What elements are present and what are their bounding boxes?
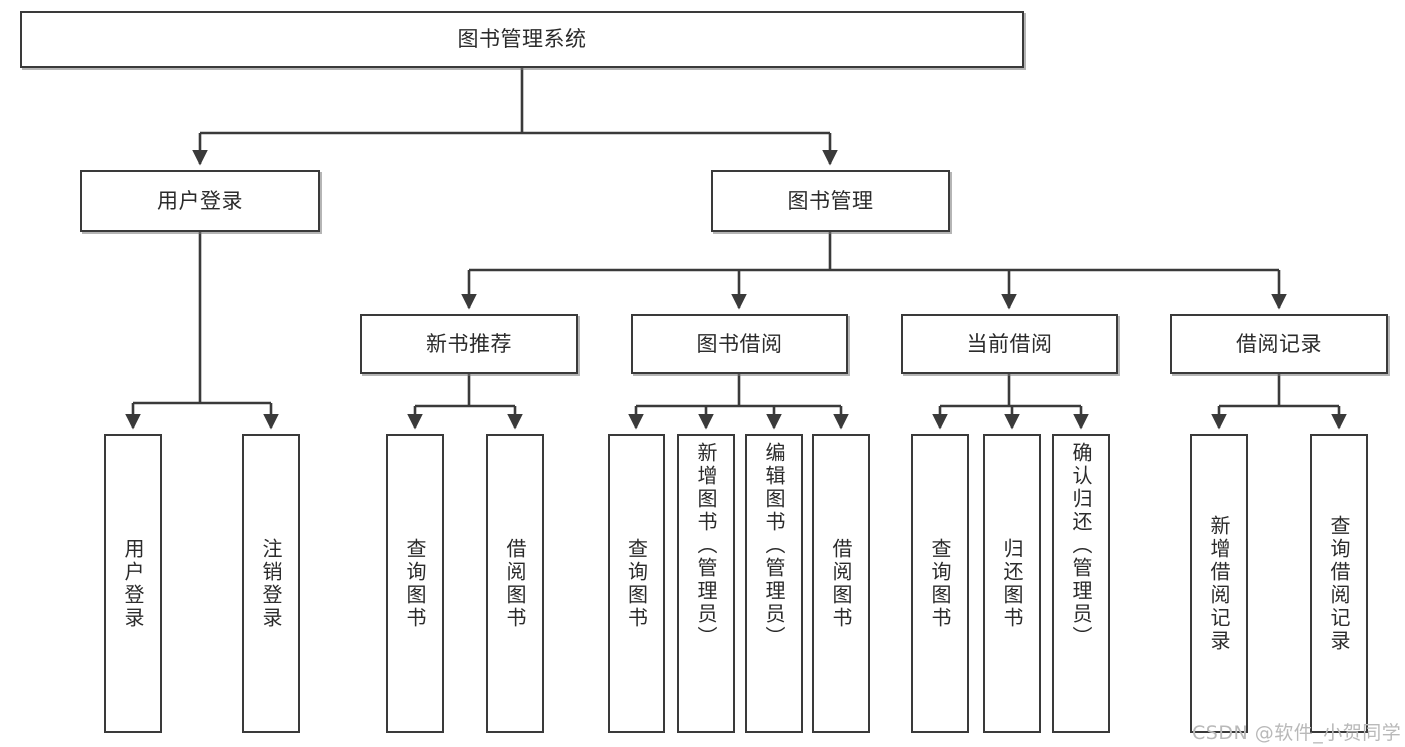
node-user-login-label: 用户登录: [157, 188, 243, 213]
node-book-borrow-label: 图书借阅: [696, 331, 783, 356]
leaf-user-login-label: 用户登录: [121, 537, 145, 630]
watermark-text: CSDN @软件_小贺同学: [1192, 722, 1402, 744]
node-new-book-recommend-label: 新书推荐: [426, 331, 512, 356]
leaf-borrow-books[interactable]: 借阅图书: [812, 434, 870, 733]
leaf-edit-book-admin-label: 编辑图书（管理员）: [762, 442, 786, 649]
leaf-search-books-current-label: 查询图书: [928, 537, 952, 630]
node-new-book-recommend[interactable]: 新书推荐: [360, 314, 578, 374]
leaf-borrow-books-recommend-label: 借阅图书: [503, 537, 527, 630]
leaf-confirm-return-admin[interactable]: 确认归还（管理员）: [1052, 434, 1110, 733]
node-root-label: 图书管理系统: [457, 27, 587, 52]
watermark: CSDN @软件_小贺同学: [1192, 718, 1401, 745]
leaf-logout-label: 注销登录: [259, 537, 283, 630]
leaf-search-books-borrow[interactable]: 查询图书: [608, 434, 665, 733]
node-user-login[interactable]: 用户登录: [80, 170, 320, 232]
leaf-return-books[interactable]: 归还图书: [983, 434, 1041, 733]
leaf-borrow-books-label: 借阅图书: [829, 537, 853, 630]
leaf-return-books-label: 归还图书: [1000, 537, 1024, 630]
leaf-borrow-books-recommend[interactable]: 借阅图书: [486, 434, 544, 733]
node-book-management[interactable]: 图书管理: [711, 170, 950, 232]
leaf-search-books-borrow-label: 查询图书: [624, 537, 649, 630]
leaf-search-books-recommend-label: 查询图书: [403, 537, 427, 630]
node-current-borrow-label: 当前借阅: [966, 331, 1053, 356]
node-root[interactable]: 图书管理系统: [20, 11, 1024, 68]
leaf-search-borrow-record-label: 查询借阅记录: [1327, 514, 1351, 653]
leaf-add-book-admin[interactable]: 新增图书（管理员）: [677, 434, 735, 733]
leaf-add-borrow-record[interactable]: 新增借阅记录: [1190, 434, 1248, 733]
leaf-add-book-admin-label: 新增图书（管理员）: [694, 442, 718, 649]
leaf-search-books-current[interactable]: 查询图书: [911, 434, 969, 733]
node-current-borrow[interactable]: 当前借阅: [901, 314, 1118, 374]
node-borrow-records-label: 借阅记录: [1236, 331, 1322, 356]
leaf-edit-book-admin[interactable]: 编辑图书（管理员）: [745, 434, 803, 733]
leaf-confirm-return-admin-label: 确认归还（管理员）: [1069, 442, 1093, 649]
node-book-borrow[interactable]: 图书借阅: [631, 314, 848, 374]
leaf-search-books-recommend[interactable]: 查询图书: [386, 434, 444, 733]
leaf-user-login[interactable]: 用户登录: [104, 434, 162, 733]
leaf-search-borrow-record[interactable]: 查询借阅记录: [1310, 434, 1368, 733]
leaf-logout[interactable]: 注销登录: [242, 434, 300, 733]
leaf-add-borrow-record-label: 新增借阅记录: [1207, 514, 1231, 653]
node-borrow-records[interactable]: 借阅记录: [1170, 314, 1388, 374]
node-book-management-label: 图书管理: [787, 188, 874, 213]
